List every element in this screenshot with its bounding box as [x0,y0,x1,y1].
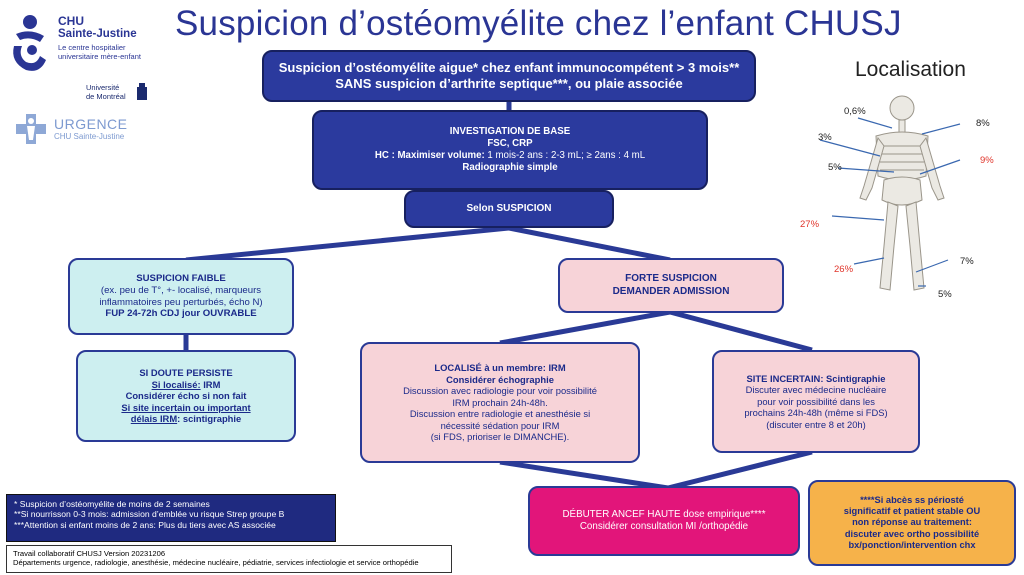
chu-tagline-1: Le centre hospitalier [58,43,126,52]
localise-line-6: (si FDS, prioriser le DIMANCHE). [430,431,570,443]
localise-line-4: Discussion entre radiologie et anesthési… [409,408,591,420]
localisation-label-skull: 0,6% [844,106,866,117]
udem-logo: Université de Montréal [86,83,156,107]
doute-persiste-line-1: Si localisé: IRM [152,379,221,390]
footnote-1: * Suspicion d’ostéomyélite de moins de 2… [14,499,210,509]
localisation-label-upper-arm: 8% [976,118,990,129]
investigation-title: INVESTIGATION DE BASE [449,126,571,138]
footnote-3: ***Attention si enfant moins de 2 ans: P… [14,519,276,530]
abces-box: ****Si abcès ss périosté significatif et… [808,480,1016,566]
investigation-line-1: FSC, CRP [487,138,533,150]
site-incertain-line-1: Discuter avec médecine nucléaire [745,384,887,396]
chu-logo: CHU Sainte-Justine Le centre hospitalier… [6,12,156,82]
doute-persiste-line-2: Considérer écho si non fait [125,390,247,402]
investigation-box: INVESTIGATION DE BASE FSC, CRP HC : Maxi… [312,110,708,190]
abces-line-4: discuter avec ortho possibilité [844,528,980,539]
initial-suspicion-line-1: Suspicion d’ostéomyélite aigue* chez enf… [278,60,740,76]
urgence-logo: URGENCE CHU Sainte-Justine [14,110,164,152]
chu-tagline-2: universitaire mère-enfant [58,52,141,61]
forte-suspicion-line-1: FORTE SUSPICION [625,273,717,285]
localise-title: LOCALISÉ à un membre: IRM [434,362,566,374]
localise-line-3: IRM prochain 24h-48h. [452,396,548,408]
doute-persiste-line-4: délais IRM: scintigraphie [131,413,241,424]
investigation-line-2-bold: HC : Maximiser volume: [374,150,485,161]
localise-line-2: Discussion avec radiologie pour voir pos… [403,385,597,397]
forte-suspicion-line-2: DEMANDER ADMISSION [612,285,730,297]
debuter-ancef-line-1: DÉBUTER ANCEF HAUTE dose empirique**** [562,509,766,521]
doute-persiste-line-1-underlined: Si localisé: [151,378,201,390]
investigation-line-2-rest: 1 mois-2 ans : 2-3 mL; ≥ 2ans : 4 mL [484,150,646,161]
footer-line-2: Départements urgence, radiologie, anesth… [13,558,419,568]
site-incertain-line-4: (discuter entre 8 et 20h) [766,418,866,430]
chu-name: CHU [58,14,84,28]
debuter-ancef-line-2: Considérer consultation MI /orthopédie [579,521,749,532]
skeleton-figure [859,95,945,291]
footnotes-box: * Suspicion d’ostéomyélite de moins de 2… [6,494,336,542]
suspicion-faible-line-1: (ex. peu de T°, +- localisé, marqueurs [100,284,262,296]
investigation-line-3: Radiographie simple [462,161,558,173]
chu-logo-icon [13,15,46,71]
abces-line-2: significatif et patient stable OU [843,506,981,516]
doute-persiste-line-4-underlined: délais IRM [130,413,178,425]
localise-box: LOCALISÉ à un membre: IRM Considérer éch… [360,342,640,463]
abces-line-1: ****Si abcès ss périosté [860,494,964,505]
investigation-line-2: HC : Maximiser volume: 1 mois-2 ans : 2-… [375,150,645,162]
localisation-label-femur: 27% [800,219,820,230]
selon-suspicion-box: Selon SUSPICION [404,190,614,228]
footer-line-1: Travail collaboratif CHUSJ Version 20231… [13,549,166,558]
site-incertain-line-3: prochains 24h-48h (même si FDS) [744,407,888,419]
urgence-sublabel: CHU Sainte-Justine [54,132,125,141]
initial-suspicion-line-2: SANS suspicion d’arthrite septique***, o… [335,76,683,91]
doute-persiste-line-3: Si site incertain ou important [121,401,251,413]
suspicion-faible-line-3: FUP 24-72h CDJ jour OUVRABLE [105,308,257,320]
footnote-2: **Si nourrisson 0-3 mois: admission d’em… [14,509,285,520]
debuter-ancef-box: DÉBUTER ANCEF HAUTE dose empirique**** C… [528,486,800,556]
localise-line-5: nécessité sédation pour IRM [440,419,560,431]
forte-suspicion-box: FORTE SUSPICION DEMANDER ADMISSION [558,258,784,313]
doute-persiste-line-1-rest: IRM [200,378,221,390]
udem-building-icon [137,83,147,100]
medical-cross-icon [16,114,46,144]
suspicion-faible-title: SUSPICION FAIBLE [136,273,226,285]
localisation-label-spine: 5% [828,162,842,173]
chu-subname: Sainte-Justine [58,28,137,40]
selon-suspicion-label: Selon SUSPICION [466,202,552,214]
doute-persiste-box: SI DOUTE PERSISTE Si localisé: IRM Consi… [76,350,296,442]
abces-line-3: non réponse au traitement: [852,517,972,528]
suspicion-faible-box: SUSPICION FAIBLE (ex. peu de T°, +- loca… [68,258,294,335]
doute-persiste-title: SI DOUTE PERSISTE [139,367,233,379]
localisation-pointers [819,117,961,287]
abces-line-5: bx/ponction/intervention chx [848,539,976,550]
urgence-label: URGENCE [54,116,128,132]
localisation-title: Localisation [855,58,966,81]
localisation-label-shoulder: 3% [818,132,832,143]
site-incertain-box: SITE INCERTAIN: Scintigraphie Discuter a… [712,350,920,453]
localisation-label-pelvis: 9% [980,155,994,166]
localisation-label-tibia: 26% [834,264,854,275]
suspicion-faible-line-2: inflammatoires peu perturbés, écho N) [99,296,263,308]
site-incertain-line-2: pour voir possibilité dans les [757,395,875,407]
initial-suspicion-box: Suspicion d’ostéomyélite aigue* chez enf… [262,50,756,102]
doute-persiste-line-4-rest: : scintigraphie [177,413,242,425]
udem-line-2: de Montréal [86,92,126,101]
localisation-label-fibula: 7% [960,256,974,267]
localise-line-1: Considérer échographie [446,373,554,385]
localisation-label-foot: 5% [938,289,952,300]
version-footer: Travail collaboratif CHUSJ Version 20231… [6,545,452,573]
udem-line-1: Université [86,83,120,92]
site-incertain-title: SITE INCERTAIN: Scintigraphie [746,372,886,384]
page-title: Suspicion d’ostéomyélite chez l’enfant C… [175,4,902,43]
